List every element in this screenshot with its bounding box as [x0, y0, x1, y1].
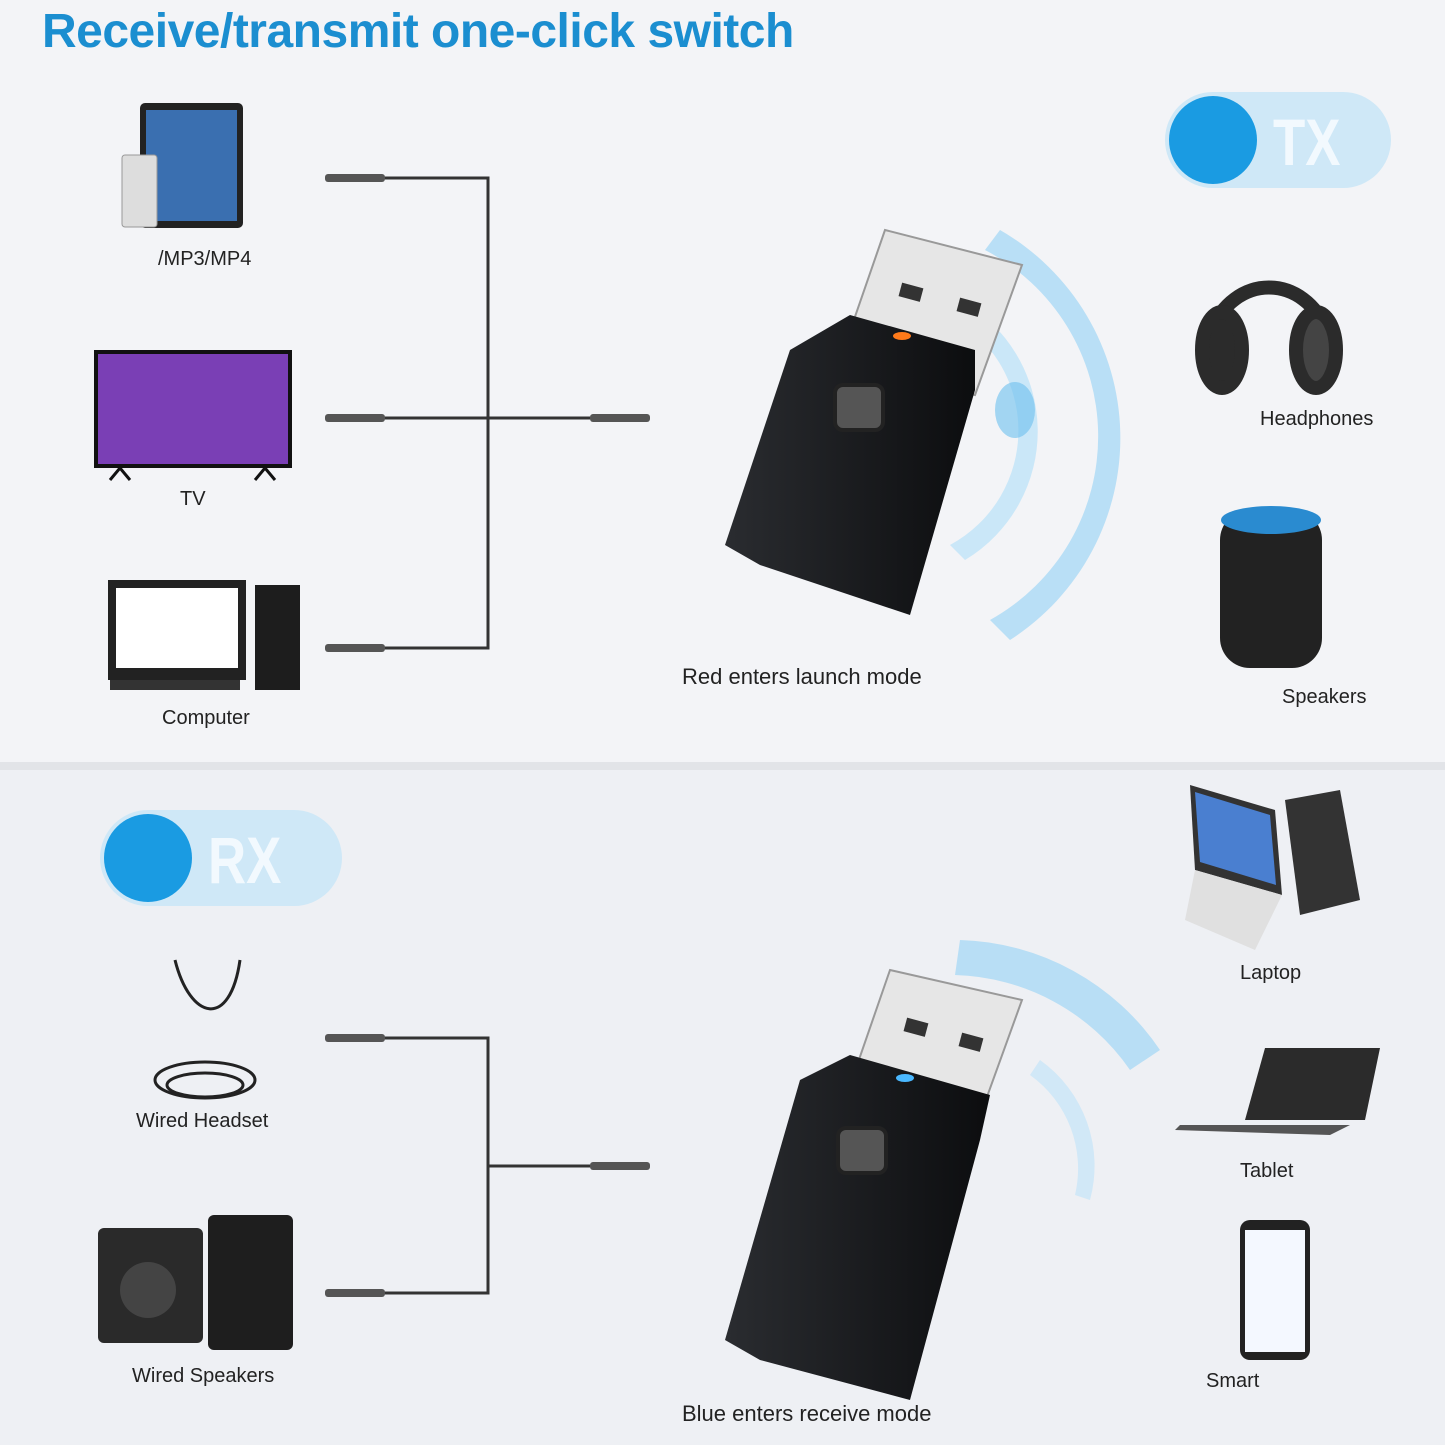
rx-mode-toggle: RX — [100, 810, 342, 906]
tv-illustration — [94, 350, 292, 481]
rx-signal-waves — [955, 940, 1160, 1200]
source-label-tablet: Tablet — [1240, 1160, 1294, 1182]
section-divider — [0, 762, 1445, 770]
tx-caption: Red enters launch mode — [682, 664, 922, 689]
source-label-laptop: Laptop — [1240, 962, 1302, 984]
toggle-knob — [1169, 96, 1257, 184]
source-label-computer: Computer — [162, 707, 250, 729]
tx-cables — [385, 176, 590, 650]
source-label-tv: TV — [180, 488, 206, 510]
page-title: Receive/transmit one-click switch — [42, 5, 794, 58]
target-label-speakers: Speakers — [1282, 686, 1367, 708]
smartphone-illustration — [1240, 1220, 1310, 1360]
rx-cables — [385, 1036, 590, 1295]
smart-speaker-illustration — [1220, 506, 1322, 668]
tx-bluetooth-dongle — [725, 228, 1024, 615]
output-label-headset: Wired Headset — [136, 1110, 269, 1132]
rx-mode-label: RX — [208, 823, 282, 897]
rx-caption: Blue enters receive mode — [682, 1401, 932, 1426]
wired-headset-illustration — [153, 959, 257, 1100]
tx-jacks — [325, 174, 650, 652]
rx-jacks — [325, 1034, 650, 1297]
tx-mode-label: TX — [1273, 105, 1341, 179]
output-label-speakers: Wired Speakers — [132, 1365, 275, 1387]
wired-speakers-illustration — [98, 1215, 293, 1350]
tablet-illustration — [1175, 1048, 1380, 1135]
rx-bluetooth-dongle — [725, 968, 1024, 1400]
tx-signal-waves — [948, 230, 1121, 640]
toggle-knob — [104, 814, 192, 902]
laptop-illustration — [1185, 785, 1360, 950]
source-label-smart: Smart — [1206, 1370, 1260, 1392]
computer-illustration — [108, 580, 300, 690]
mp3-tablet-illustration — [121, 103, 243, 228]
tx-mode-toggle: TX — [1165, 92, 1391, 188]
source-label-mp3: /MP3/MP4 — [158, 248, 252, 270]
target-label-headphones: Headphones — [1260, 408, 1374, 430]
headphones-illustration — [1195, 280, 1343, 395]
